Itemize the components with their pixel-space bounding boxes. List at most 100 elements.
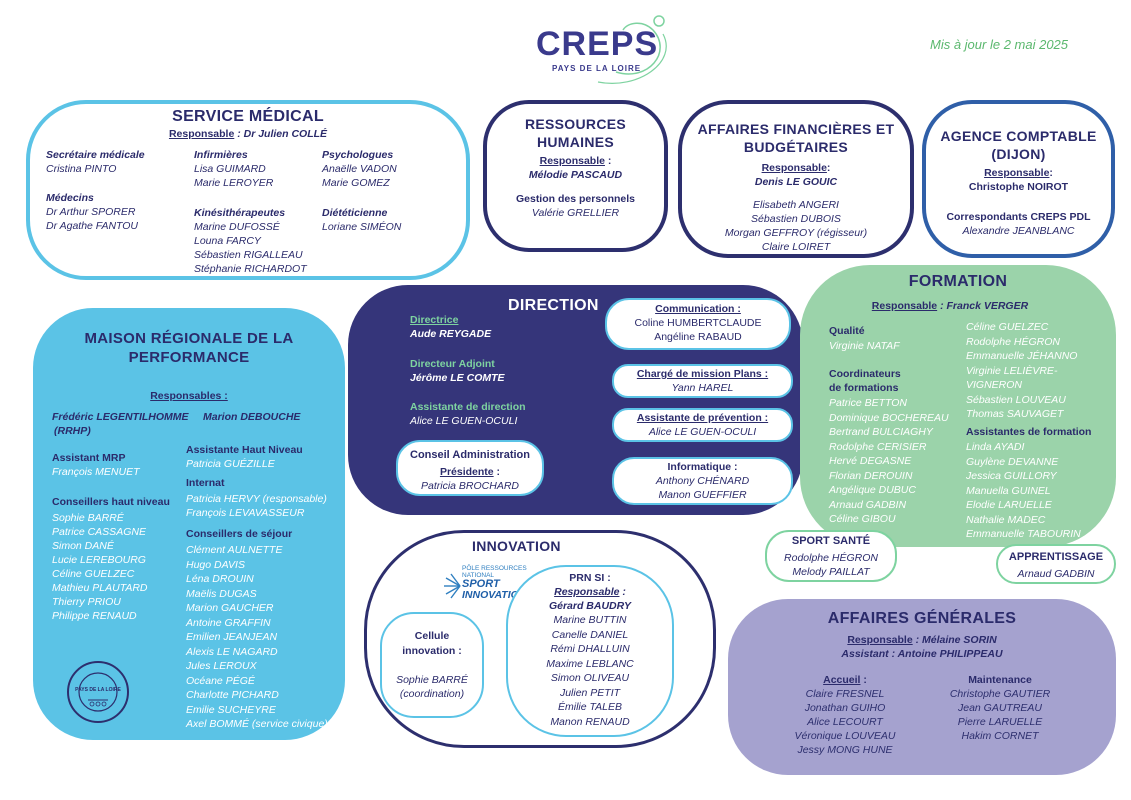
list-item: Arnaud GADBIN	[829, 498, 907, 511]
maison-title-2: PERFORMANCE	[128, 349, 250, 366]
mrp-name: François MENUET	[52, 466, 140, 478]
list-item: Morgan GEFFROY (régisseur)	[724, 227, 868, 239]
innovation-box	[364, 530, 716, 748]
responsable-colon: :	[826, 162, 831, 174]
list-item: Antoine GRAFFIN	[186, 616, 271, 629]
ag-assistant: Assistant : Antoine PHILIPPEAU	[841, 648, 1003, 660]
list-item: Bertrand BULCIAGHY	[829, 426, 933, 438]
presidente-label: Présidente	[439, 466, 494, 478]
apprentissage-name: Arnaud GADBIN	[1017, 568, 1095, 580]
list-item: VIGNERON	[966, 379, 1023, 391]
list-item: Nathalie MADEC	[966, 513, 1046, 526]
coord-title-1: Coordinateurs	[829, 368, 901, 380]
ca-title: Conseil Administration	[410, 449, 530, 461]
chn-list: Sophie BARRÉ Patrice CASSAGNE Simon DANÉ…	[52, 511, 148, 623]
psy-title: Psychologues	[322, 149, 394, 161]
list-item: Loriane SIMÉON	[322, 221, 402, 233]
list-item: Linda AYADI	[966, 441, 1025, 453]
infirmieres-title: Infirmières	[194, 149, 248, 161]
plans-title: Chargé de mission Plans :	[636, 368, 769, 380]
prevention-title: Assistante de prévention :	[636, 412, 769, 424]
logo-subtext: PAYS DE LA LOIRE	[552, 64, 642, 73]
responsable-label: Responsable	[168, 128, 235, 140]
list-item: Emmanuelle TABOURIN	[966, 528, 1081, 540]
af-resp-name: Denis LE GOUIC	[754, 176, 838, 188]
maintenance-title: Maintenance	[968, 674, 1032, 686]
ac-resp-name: Christophe NOIROT	[968, 181, 1069, 193]
list-item: Céline GUELZEC	[52, 568, 135, 580]
ag-title: AFFAIRES GÉNÉRALES	[827, 610, 1017, 627]
list-item: Guylène DEVANNE	[966, 455, 1059, 468]
list-item: Christophe GAUTIER	[949, 688, 1051, 700]
adjoint-name: Jérôme LE COMTE	[410, 372, 505, 384]
list-item: Marion GAUCHER	[186, 602, 274, 614]
list-item: Rémi DHALLUIN	[550, 643, 630, 655]
plans-box	[612, 364, 793, 398]
rh-box	[483, 100, 668, 252]
service-medical-box	[26, 100, 470, 280]
service-medical-title: SERVICE MÉDICAL	[172, 108, 324, 125]
logo-line-1: PÔLE RESSOURCES	[462, 565, 527, 572]
ca-president: Présidente :	[396, 465, 544, 479]
list-item: Claire FRESNEL	[805, 688, 885, 700]
logo-line-3: SPORT	[462, 578, 500, 590]
coord-title-2: de formations	[829, 382, 899, 394]
informatique-box	[612, 457, 793, 505]
rh-title-2: HUMAINES	[536, 134, 615, 150]
communication-title: Communication :	[655, 303, 741, 315]
sport-innovations-logo: PÔLE RESSOURCES NATIONAL SPORT INNOVATIO…	[442, 565, 534, 605]
list-item: Véronique LOUVEAU	[794, 730, 896, 742]
ac-title-1: AGENCE COMPTABLE	[940, 128, 1097, 144]
secretaire-list: Cristina PINTO	[46, 162, 116, 176]
responsable-label: Responsable	[984, 167, 1050, 179]
responsable-name: : Franck VERGER	[937, 300, 1029, 312]
ac-title-2: (DIJON)	[991, 146, 1046, 162]
ac-corr-name: Alexandre JEANBLANC	[962, 225, 1075, 237]
accueil-heading: Accueil :	[790, 673, 900, 687]
apprentissage-title: APPRENTISSAGE	[1008, 551, 1104, 563]
list-item: Mathieu PLAUTARD	[52, 582, 148, 594]
list-item: Patrice BETTON	[829, 397, 907, 409]
responsable-colon: :	[1049, 167, 1053, 179]
list-item: Claire LOIRET	[761, 241, 831, 253]
list-item: Manuella GUINEL	[966, 484, 1051, 497]
assistante-direction-name: Alice LE GUEN-OCULI	[410, 415, 518, 427]
af-title-1: AFFAIRES FINANCIÈRES ET	[697, 121, 895, 137]
list-item: Jessy MONG HUNE	[797, 744, 893, 756]
list-item: Lucie LEREBOURG	[52, 554, 146, 566]
sport-sante-list: Rodolphe HÉGRON Melody PAILLAT	[765, 551, 897, 579]
list-item: Canelle DANIEL	[551, 628, 629, 641]
responsable-label: Responsable	[539, 155, 605, 167]
formation-right-list: Céline GUELZEC Rodolphe HÉGRON Emmanuell…	[966, 320, 1077, 422]
directrice-name: Aude REYGADE	[410, 328, 492, 340]
list-item: Sophie BARRÉ	[52, 512, 124, 524]
responsable-label: Responsable	[761, 162, 827, 174]
list-item: Hervé DEGASNE	[829, 455, 912, 467]
presidente-colon: :	[493, 466, 501, 478]
responsable-name: : Mélaine SORIN	[912, 634, 997, 646]
list-item: Virginie LELIÈVRE-	[966, 364, 1058, 377]
maison-box	[33, 308, 345, 740]
secretaire-title: Secrétaire médicale	[46, 149, 145, 161]
list-item: Patricia HERVY (responsable)	[186, 493, 327, 505]
medecins-list: Dr Arthur SPORER Dr Agathe FANTOU	[46, 205, 138, 233]
list-item: Louna FARCY	[194, 235, 261, 247]
logo-text: CREPS	[536, 25, 659, 63]
list-item: Rodolphe HÉGRON	[966, 335, 1060, 348]
plans-name: Yann HAREL	[671, 382, 734, 394]
list-item: Anthony CHÉNARD	[655, 475, 750, 487]
responsable-label: Responsable	[871, 300, 938, 312]
list-item: Pierre LARUELLE	[957, 716, 1043, 728]
list-item: Melody PAILLAT	[792, 566, 870, 578]
list-item: Coline HUMBERTCLAUDE	[634, 317, 762, 329]
diet-list: Loriane SIMÉON	[322, 220, 401, 234]
list-item: Elisabeth ANGERI	[753, 199, 839, 211]
list-item: Maxime LEBLANC	[546, 657, 634, 670]
diet-title: Diététicienne	[322, 207, 388, 219]
medecins-title: Médecins	[46, 192, 94, 204]
list-item: Cristina PINTO	[46, 163, 117, 175]
maison-resp-2: Marion DEBOUCHE	[203, 411, 301, 423]
kine-title: Kinésithérapeutes	[194, 207, 286, 219]
list-item: Sébastien DUBOIS	[751, 213, 841, 225]
assist-formation-list: Linda AYADI Guylène DEVANNE Jessica GUIL…	[966, 440, 1081, 542]
